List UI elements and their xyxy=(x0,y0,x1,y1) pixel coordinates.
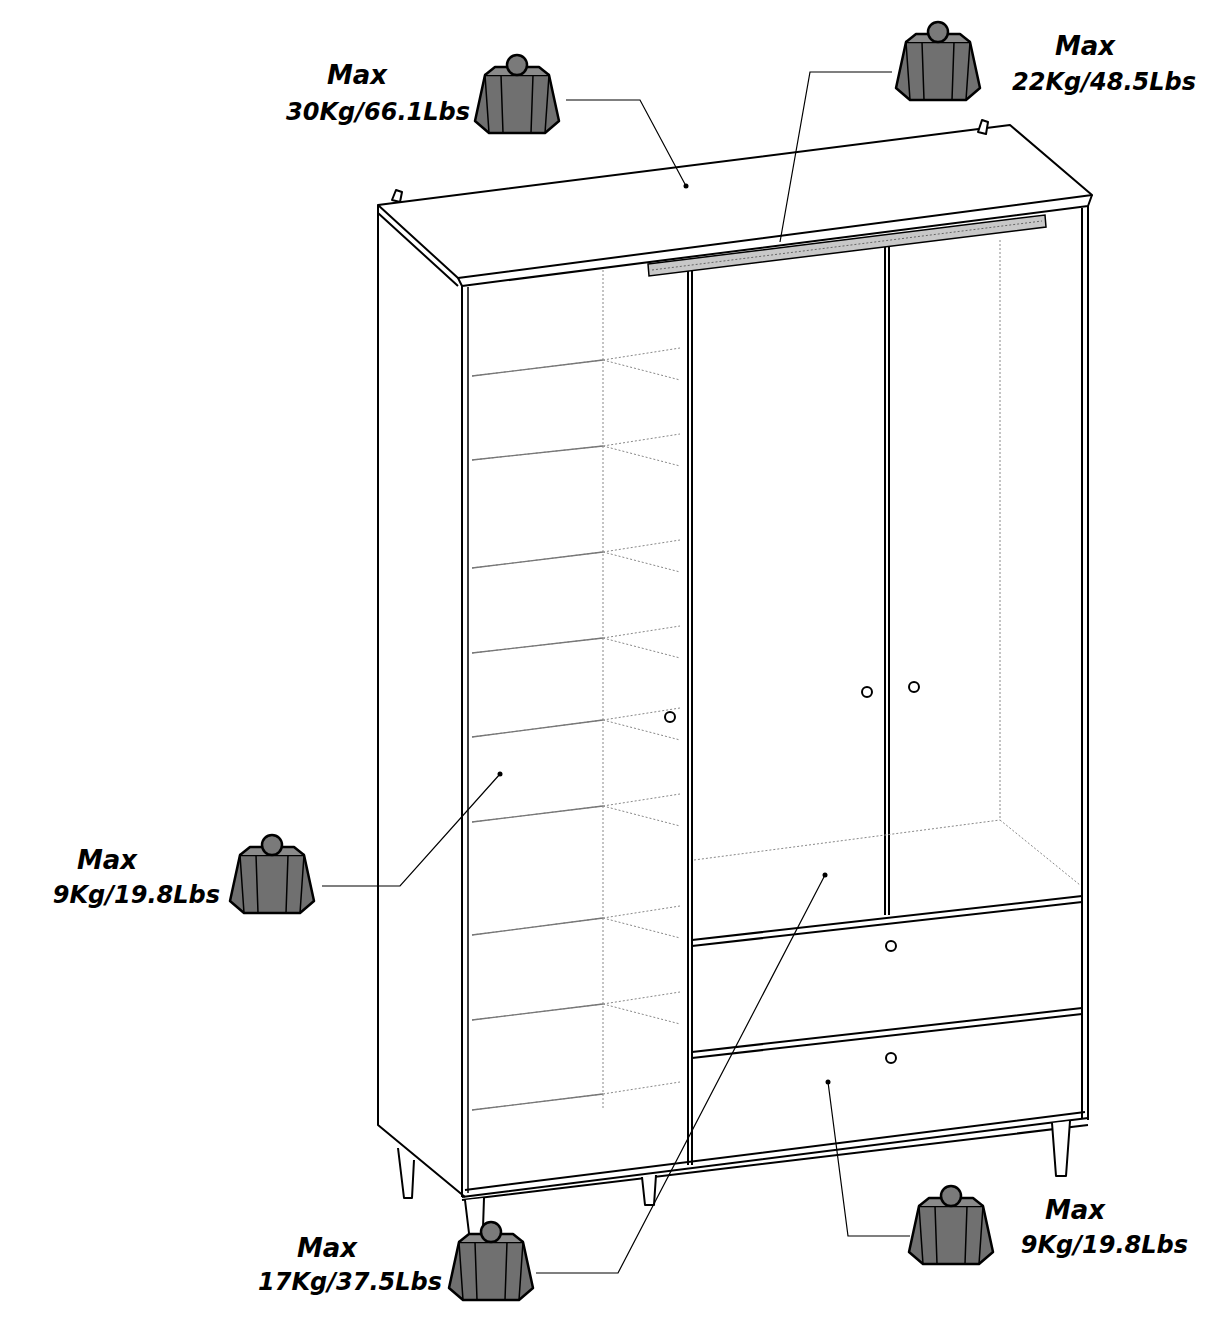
hanging-rail xyxy=(648,215,1046,276)
weight-icon xyxy=(896,22,980,100)
cabinet-body xyxy=(378,120,1092,1258)
rail-texture xyxy=(652,221,1042,270)
leg xyxy=(642,1175,656,1205)
drawer-edge xyxy=(692,896,1082,946)
max-label: Max xyxy=(297,1235,357,1261)
weight-icon xyxy=(475,55,559,133)
door-separator xyxy=(885,236,889,915)
max-label: Max xyxy=(77,847,137,873)
door-separator xyxy=(688,261,692,1165)
weight-limit: 30Kg/66.1Lbs xyxy=(286,100,470,124)
weight-icon xyxy=(230,835,314,913)
weight-limit: 9Kg/19.8Lbs xyxy=(53,883,220,907)
weight-icon xyxy=(449,1222,533,1300)
right-side xyxy=(1082,206,1088,1120)
knobs xyxy=(665,682,919,1063)
drawer-edge xyxy=(692,1008,1082,1058)
leader-dots xyxy=(498,184,831,1085)
left-side xyxy=(378,213,465,1197)
interior-shelves xyxy=(472,240,1080,1110)
weight-limit: 9Kg/19.8Lbs xyxy=(1021,1233,1188,1257)
max-label: Max xyxy=(327,62,387,88)
weight-icon xyxy=(909,1186,993,1264)
leader-lines xyxy=(322,72,910,1273)
front-left-edge xyxy=(461,286,463,1197)
shelf-fronts xyxy=(472,360,603,1110)
top-panel xyxy=(378,125,1092,278)
max-label: Max xyxy=(1055,33,1115,59)
plinth xyxy=(462,1112,1088,1200)
max-label: Max xyxy=(1045,1197,1105,1223)
leg xyxy=(1052,1121,1070,1176)
door-edge xyxy=(467,287,469,1193)
leg xyxy=(398,1148,414,1198)
wall-hook xyxy=(392,120,988,202)
top-side-edge xyxy=(378,205,458,286)
weight-limit: 17Kg/37.5Lbs xyxy=(258,1270,442,1294)
top-edge xyxy=(458,195,1092,286)
weight-limit: 22Kg/48.5Lbs xyxy=(1012,70,1196,94)
